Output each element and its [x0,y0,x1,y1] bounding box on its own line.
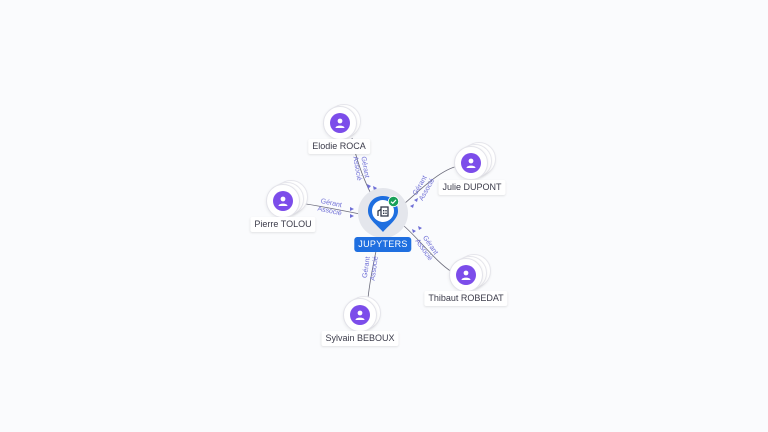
node-disc [454,146,488,180]
verified-check-icon [388,196,399,207]
company-name-label[interactable]: JUPYTERS [354,237,412,252]
edge-label-sylvain: Gérant Associé [362,255,381,282]
person-name-label[interactable]: Sylvain BEBOUX [321,331,399,346]
arrow-icon [350,207,354,211]
person-node-thibaut-robedat[interactable] [449,254,491,292]
arrow-icon [350,214,354,218]
edge-julie [403,165,459,205]
person-name-label[interactable]: Thibaut ROBEDAT [424,291,508,306]
arrow-icon [418,226,422,230]
edge-thibaut [403,225,453,273]
person-node-sylvain-beboux[interactable] [343,296,381,332]
person-name-label[interactable]: Pierre TOLOU [250,217,316,232]
arrow-icon [367,184,371,189]
person-name-label[interactable]: Julie DUPONT [438,180,506,195]
person-node-elodie-roca[interactable] [323,104,361,140]
user-avatar-icon [456,265,476,285]
building-icon [377,206,389,217]
user-avatar-icon [273,191,293,211]
user-avatar-icon [330,113,350,133]
user-avatar-icon [350,305,370,325]
arrow-icon [414,198,418,202]
user-avatar-icon [461,153,481,173]
person-node-pierre-tolou[interactable] [266,180,308,218]
company-node[interactable] [358,188,408,238]
arrow-icon [412,229,416,233]
person-node-julie-dupont[interactable] [454,142,496,180]
person-name-label[interactable]: Elodie ROCA [308,139,370,154]
arrow-icon [410,204,414,208]
